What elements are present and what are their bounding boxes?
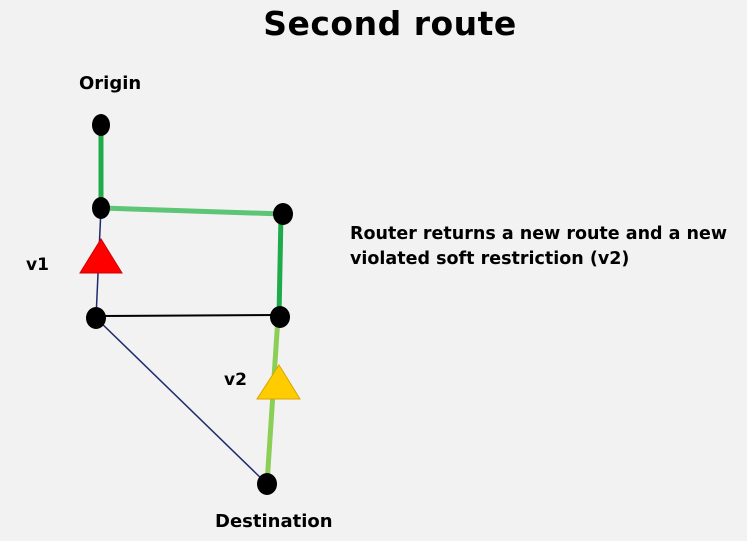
- origin-label: Origin: [79, 73, 142, 94]
- edge-node-c-to-node-d: [95, 314, 281, 317]
- v2-label: v2: [224, 370, 247, 390]
- edge-node-d-to-destination: [264, 316, 281, 485]
- origin-node: [92, 114, 110, 136]
- destination-label: Destination: [215, 511, 333, 532]
- page-title: Second route: [263, 4, 517, 43]
- v2-triangle-icon: [256, 364, 301, 400]
- edge-node-a-to-node-b: [100, 205, 284, 217]
- node-d: [270, 306, 290, 328]
- edge-node-b-to-node-d: [276, 213, 284, 318]
- destination-node: [257, 473, 277, 495]
- route-description: Router returns a new route and a new vio…: [350, 224, 728, 269]
- node-b: [273, 203, 293, 225]
- v1-triangle-icon: [79, 238, 123, 274]
- node-c: [86, 307, 106, 329]
- node-a: [92, 197, 110, 219]
- edge-node-c-to-destination: [95, 317, 268, 485]
- v1-label: v1: [26, 255, 49, 275]
